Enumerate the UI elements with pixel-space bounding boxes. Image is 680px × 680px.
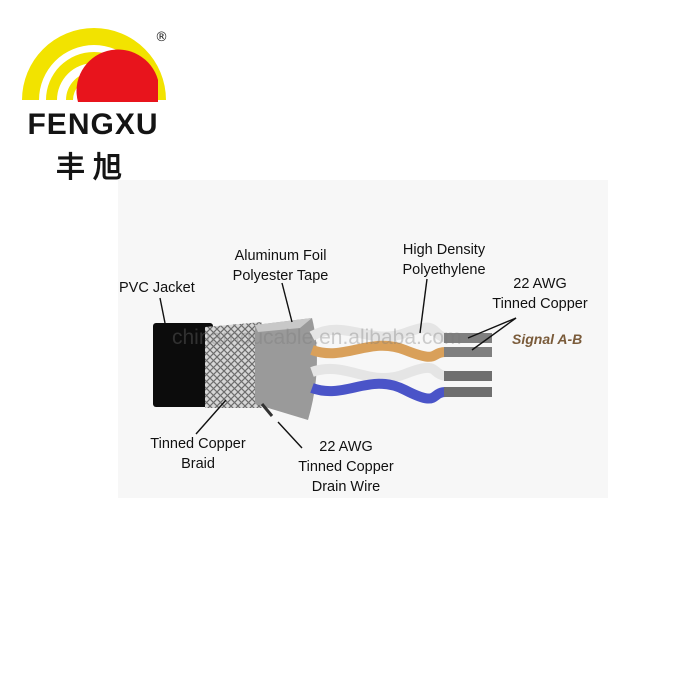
- leader-lines: [159, 278, 517, 449]
- conductor-a2: [444, 347, 492, 357]
- pair-a-shape: [310, 340, 447, 362]
- pvc-jacket-shape: [153, 323, 213, 407]
- braid-shape: [205, 322, 262, 408]
- brand-chinese-name: 丰旭: [55, 150, 130, 184]
- pair-b-shape: [310, 378, 447, 404]
- label-22awg-conductor: 22 AWG Tinned Copper: [492, 276, 588, 312]
- conductor-b1: [444, 371, 492, 381]
- logo-arc-outer: [22, 28, 166, 100]
- drain-wire-shape: [260, 403, 274, 417]
- watermark: chinamoucable.en.alibaba.com: [172, 326, 462, 349]
- foil-shape: [255, 318, 317, 420]
- brand-name: FENGXU: [27, 108, 159, 141]
- label-pvc-jacket: PVC Jacket: [119, 280, 195, 296]
- label-drain-wire: 22 AWG Tinned Copper Drain Wire: [298, 439, 394, 495]
- label-hdpe: High Density Polyethylene: [402, 242, 486, 278]
- cable-illustration: [153, 318, 492, 420]
- registered-mark: ®: [155, 30, 168, 45]
- label-aluminum-foil: Aluminum Foil Polyester Tape: [232, 248, 329, 284]
- label-tinned-copper-braid: Tinned Copper Braid: [150, 436, 246, 472]
- logo-mark: [22, 28, 166, 102]
- logo-sun: [76, 49, 158, 102]
- conductor-b2: [444, 387, 492, 397]
- label-signal: Signal A-B: [512, 331, 583, 347]
